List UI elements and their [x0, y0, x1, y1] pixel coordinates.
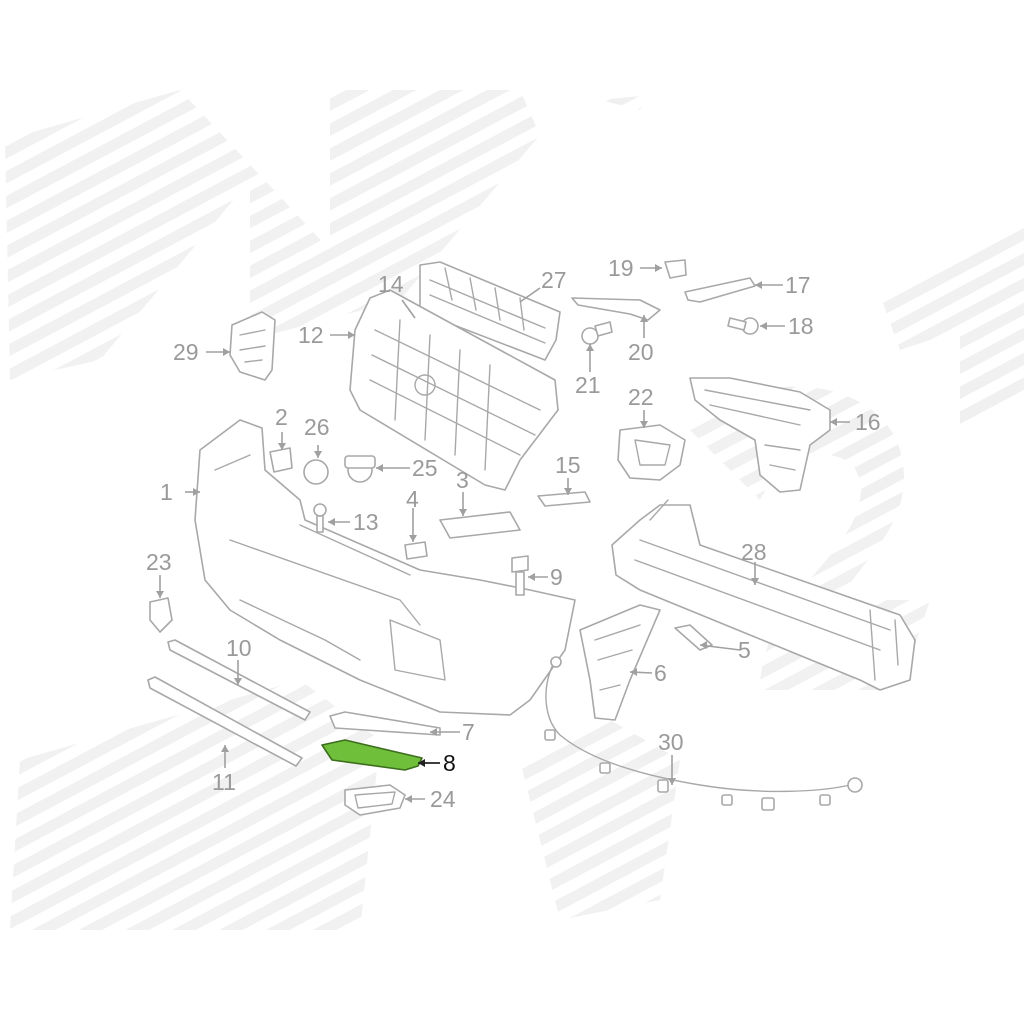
part-17-bracket [684, 277, 756, 303]
label-part-13: 13 [353, 509, 379, 535]
part-1-bumper-cover [194, 419, 576, 716]
label-part-14: 14 [378, 271, 404, 297]
callout-labels: 1 2 3 4 5 6 7 8 9 10 11 12 13 14 15 16 1… [146, 255, 881, 812]
part-9-clip [511, 555, 529, 596]
part-21-screw [581, 321, 613, 345]
label-part-21: 21 [575, 372, 601, 398]
part-20-bracket [571, 297, 661, 321]
label-part-15: 15 [555, 452, 581, 478]
label-part-26: 26 [304, 414, 330, 440]
part-24-bezel [344, 784, 406, 816]
watermark [5, 90, 1024, 930]
part-19-clip [664, 259, 687, 279]
arrowheads [156, 264, 837, 803]
label-part-18: 18 [788, 313, 814, 339]
part-3-bracket [439, 511, 521, 539]
label-part-17: 17 [785, 272, 811, 298]
part-6-bracket [579, 604, 661, 721]
part-16-bracket [689, 377, 831, 493]
label-part-12: 12 [298, 322, 324, 348]
label-part-28: 28 [741, 539, 767, 565]
part-2-clip [269, 447, 293, 473]
part-18-screw [727, 317, 759, 335]
label-part-11: 11 [212, 769, 236, 795]
label-part-19: 19 [608, 255, 634, 281]
label-part-7: 7 [462, 719, 475, 745]
label-part-20: 20 [628, 339, 654, 365]
label-part-24: 24 [430, 786, 456, 812]
part-12-main-grille [349, 289, 559, 491]
label-part-2: 2 [275, 404, 288, 430]
part-29-bracket [229, 311, 276, 381]
part-30-wiring-harness [544, 656, 863, 811]
label-part-5: 5 [738, 637, 751, 663]
label-part-3: 3 [456, 467, 469, 493]
part-8-highlighted-strip [321, 739, 423, 771]
label-part-1: 1 [160, 479, 173, 505]
part-11-trim-strip [147, 676, 303, 767]
label-part-16: 16 [855, 409, 881, 435]
label-part-30: 30 [658, 729, 684, 755]
part-23-bracket [149, 597, 173, 633]
label-part-4: 4 [406, 486, 419, 512]
part-26-cap [303, 459, 329, 485]
part-13-screw [313, 503, 327, 533]
label-part-22: 22 [628, 384, 654, 410]
part-22-cover [617, 424, 686, 481]
label-part-25: 25 [412, 455, 438, 481]
part-25-sensor [344, 455, 376, 483]
arrowhead-part-8 [418, 759, 425, 767]
label-part-9: 9 [550, 564, 563, 590]
label-part-23: 23 [146, 549, 172, 575]
part-4-clip [404, 541, 428, 560]
label-part-6: 6 [654, 660, 667, 686]
part-28-reinforcement-bar [611, 499, 916, 691]
label-part-27: 27 [541, 267, 567, 293]
label-part-10: 10 [226, 635, 252, 661]
part-15-bracket [537, 491, 591, 507]
label-part-8: 8 [443, 750, 456, 776]
label-part-29: 29 [173, 339, 199, 365]
